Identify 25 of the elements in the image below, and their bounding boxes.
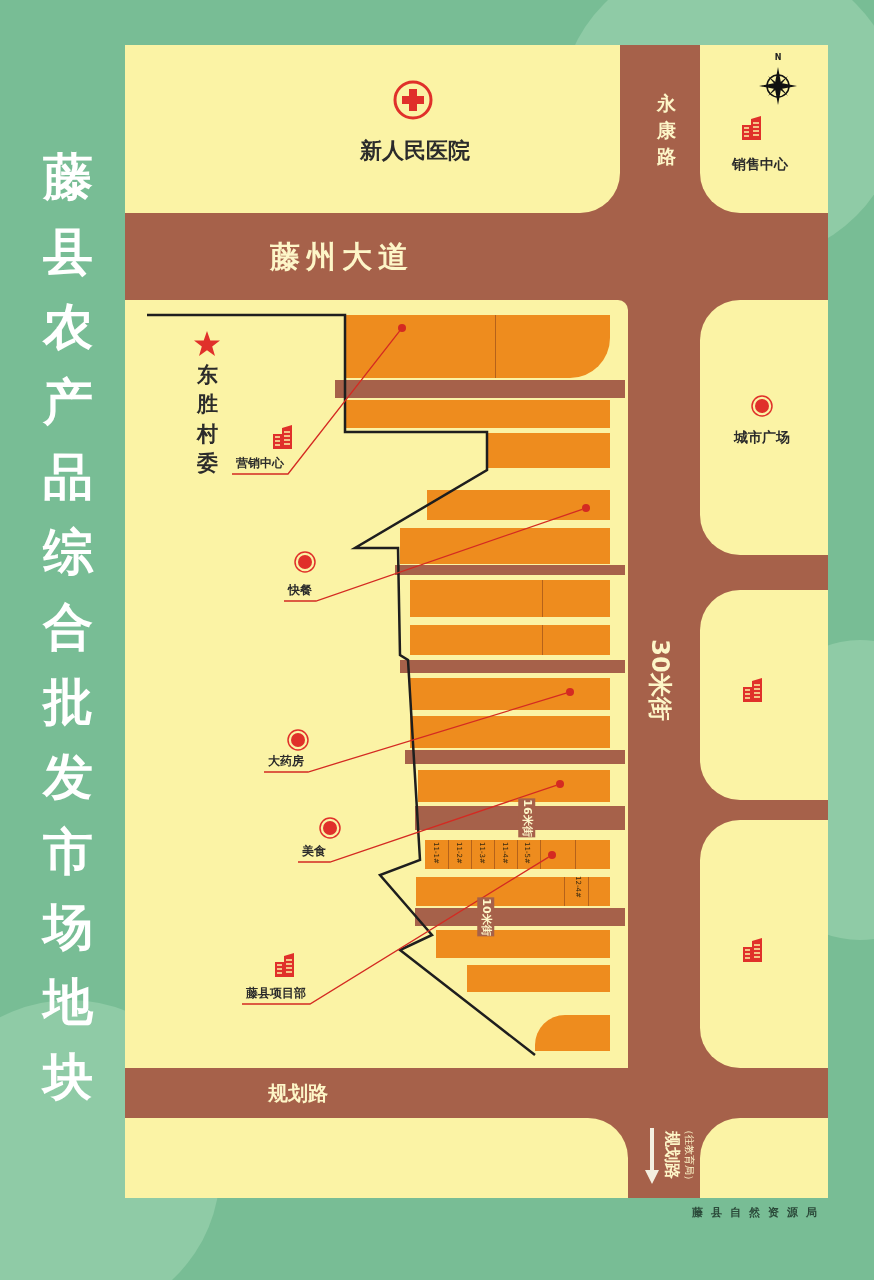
place-label: 新人民医院 [360,136,470,165]
road-name: 藤州大道 [270,237,414,276]
leader-line [263,692,567,773]
place-label: 大药房 [268,752,304,770]
road-note: （往教育局） [682,1125,696,1185]
road-name: 永康路 [656,91,676,170]
street-label: 10米街 [477,897,495,937]
leader-line [231,330,401,475]
north-label: N [774,52,782,64]
place-label: 快餐 [288,581,312,599]
place-label: 藤县项目部 [246,984,306,1002]
place-label: 美食 [302,842,326,860]
road-name: 规划路 [268,1080,328,1107]
place-label: 营销中心 [236,454,284,472]
leader-line [297,784,557,863]
road-name: 规划路 [662,1131,683,1179]
leader-line [283,508,583,602]
place-label: 城市广场 [734,427,790,447]
place-label: 东胜村委 [196,362,218,478]
road-name: 30米街 [645,639,675,721]
street-label: 16米街 [518,798,536,838]
footer-text: 藤县自然资源局 [691,1204,825,1221]
place-label: 销售中心 [732,154,788,174]
leader-line [241,856,550,1005]
title: 藤县农产品综合批发市场地块 [40,147,95,1108]
